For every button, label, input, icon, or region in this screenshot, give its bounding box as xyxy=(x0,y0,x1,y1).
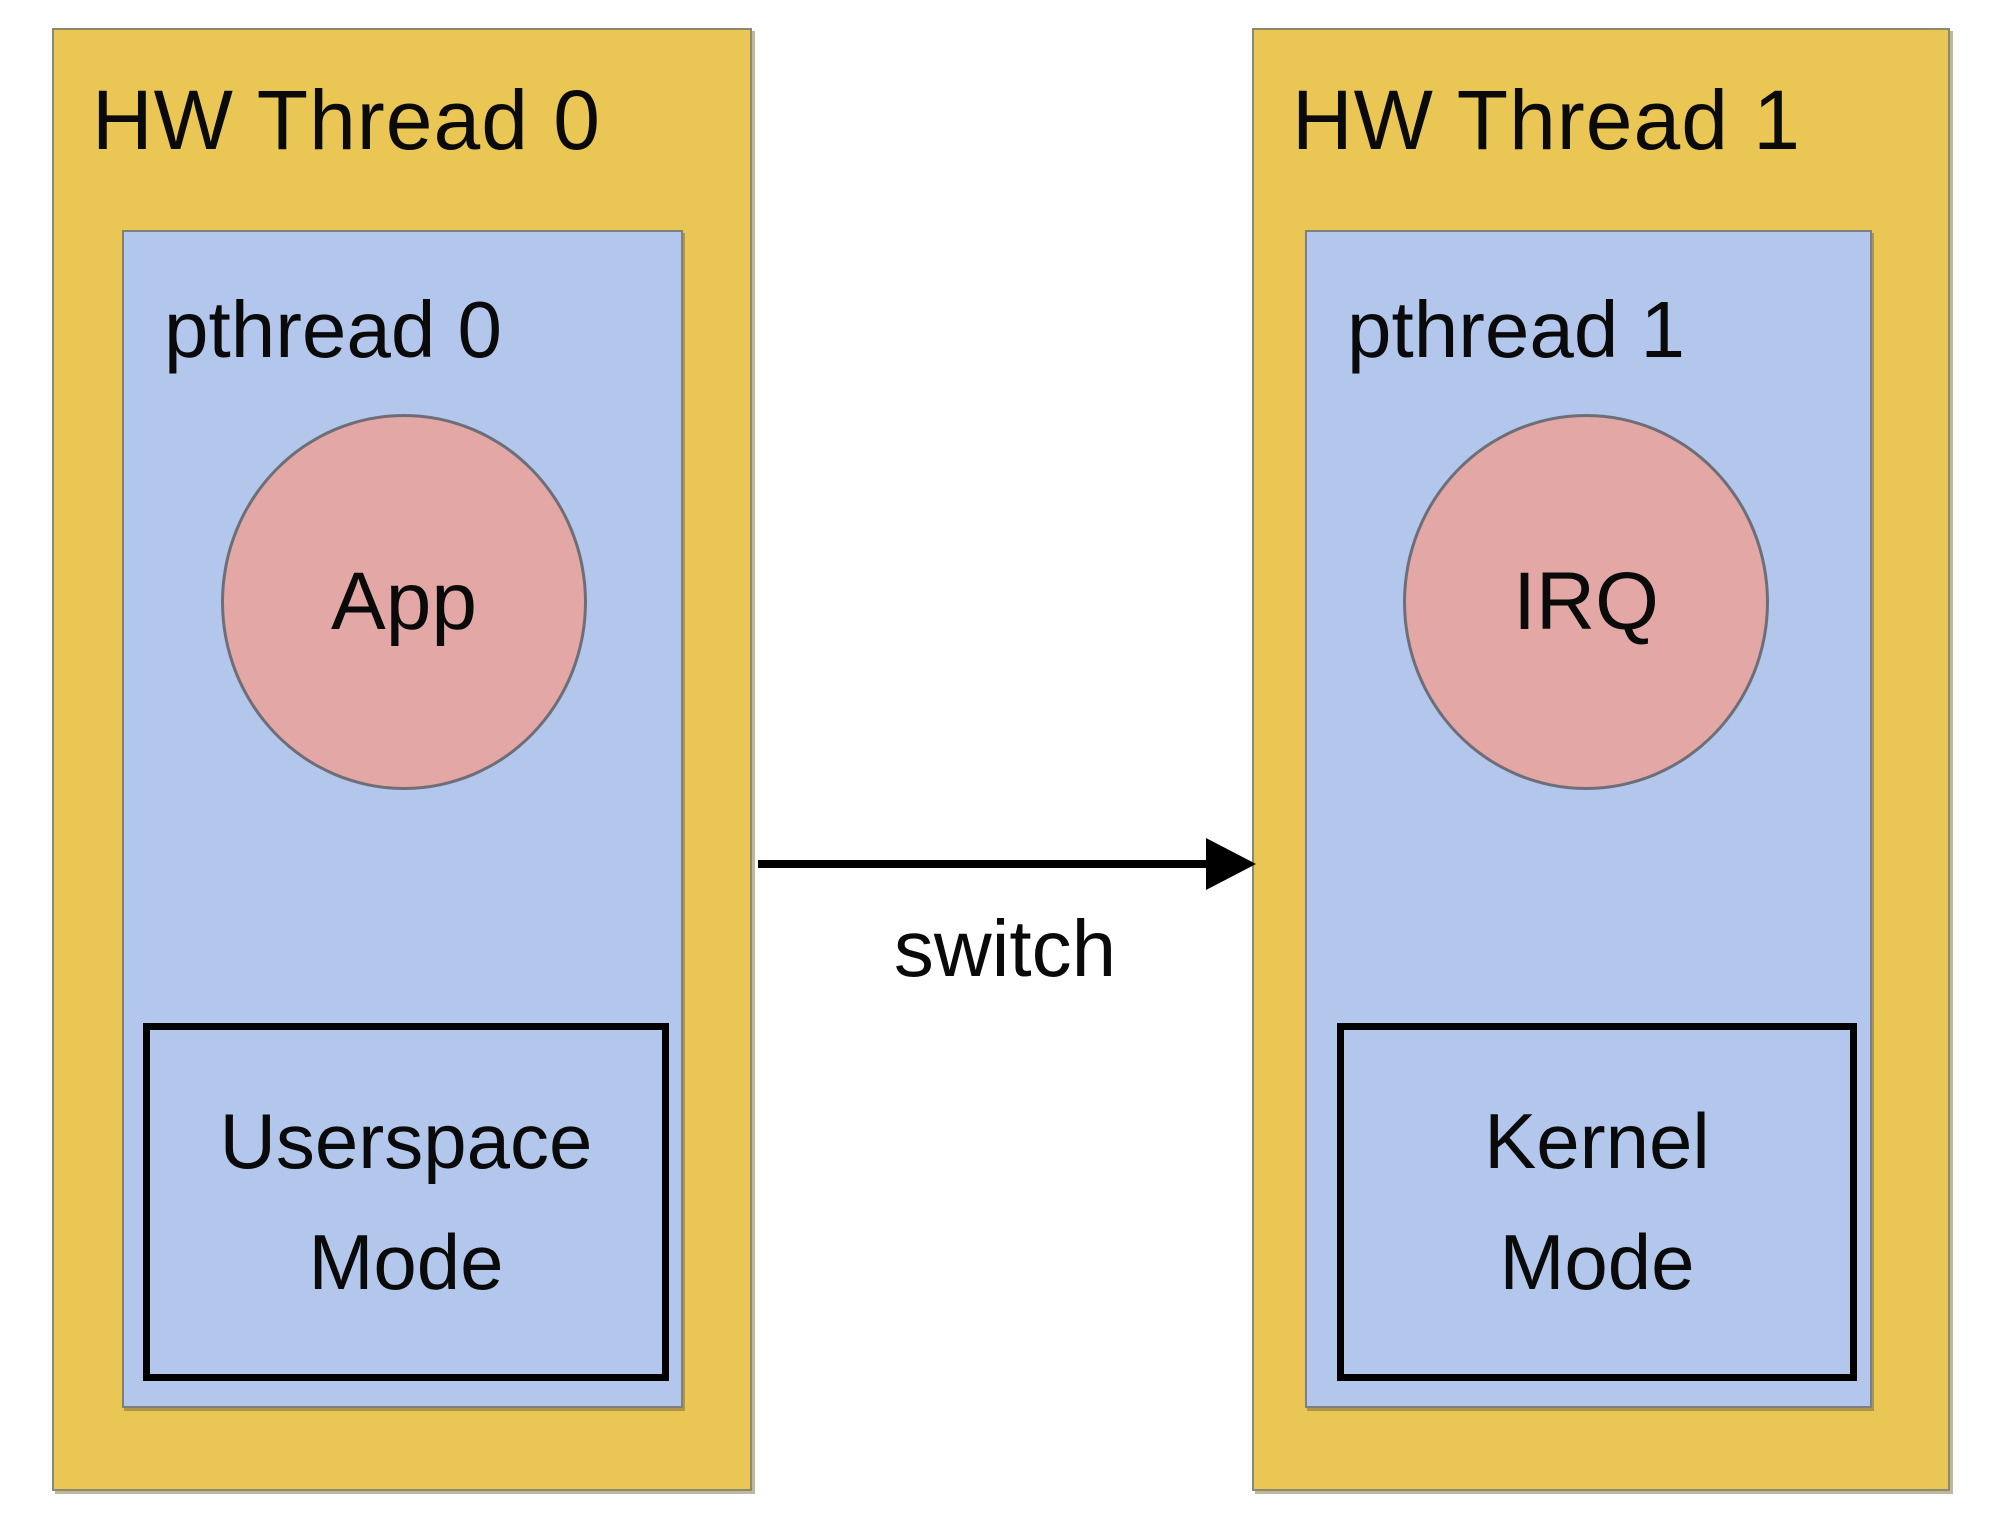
app-circle: App xyxy=(221,414,587,790)
pthread-1-label: pthread 1 xyxy=(1347,285,1686,374)
kernel-mode-label-line1: Kernel xyxy=(1484,1097,1710,1185)
kernel-mode-label-line2: Mode xyxy=(1499,1218,1695,1306)
kernel-mode-box: Kernel Mode xyxy=(1337,1023,1857,1381)
pthread-0-label: pthread 0 xyxy=(164,285,503,374)
irq-circle-label: IRQ xyxy=(1513,556,1659,647)
switch-arrow-shaft xyxy=(758,860,1213,868)
userspace-mode-label-line1: Userspace xyxy=(219,1097,593,1185)
hw-thread-1-label: HW Thread 1 xyxy=(1292,73,1801,167)
app-circle-label: App xyxy=(331,556,477,647)
userspace-mode-box: Userspace Mode xyxy=(143,1023,669,1381)
hw-thread-0-label: HW Thread 0 xyxy=(92,73,601,167)
switch-arrow-head-icon xyxy=(1206,838,1256,890)
switch-arrow-label: switch xyxy=(893,904,1117,993)
hw-thread-1-box: HW Thread 1 pthread 1 IRQ Kernel Mode xyxy=(1252,28,1950,1491)
userspace-mode-label-line2: Mode xyxy=(308,1218,504,1306)
pthread-0-box: pthread 0 App Userspace Mode xyxy=(122,230,683,1408)
pthread-1-box: pthread 1 IRQ Kernel Mode xyxy=(1305,230,1872,1408)
hw-thread-0-box: HW Thread 0 pthread 0 App Userspace Mode xyxy=(52,28,752,1491)
irq-circle: IRQ xyxy=(1403,414,1769,790)
